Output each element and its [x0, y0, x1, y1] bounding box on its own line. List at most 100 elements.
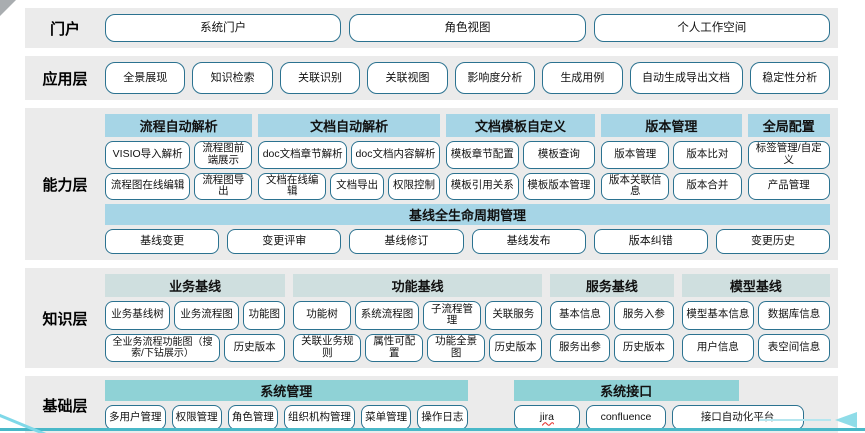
- portal-box-workspace: 个人工作空间: [593, 14, 830, 42]
- knowledge-box: 表空间信息: [757, 333, 830, 362]
- app-box: 稳定性分析: [749, 62, 830, 94]
- capability-box: 版本比对: [673, 141, 742, 169]
- group-row: jira confluence 接口自动化平台: [513, 405, 804, 430]
- knowledge-group-function: 功能基线 功能树 系统流程图 子流程管理 关联服务 关联业务规则 属性可配置 功…: [293, 274, 542, 362]
- left-arrow-icon: [835, 412, 857, 428]
- app-box: 关联视图: [367, 62, 448, 94]
- group-header: 系统管理: [105, 380, 468, 401]
- knowledge-box: 功能图: [243, 301, 286, 330]
- knowledge-box: 业务流程图: [174, 301, 240, 330]
- baseline-box: 基线变更: [105, 229, 220, 254]
- baseline-box: 基线发布: [471, 229, 586, 254]
- knowledge-box: 关联服务: [484, 301, 542, 330]
- capability-box: 权限控制: [388, 172, 440, 200]
- group-row: 用户信息 表空间信息: [681, 333, 830, 362]
- group-row: 服务出参 历史版本: [549, 333, 674, 362]
- foundation-box: 多用户管理: [105, 405, 166, 430]
- group-row: 多用户管理 权限管理 角色管理 组织机构管理 菜单管理 操作日志: [105, 405, 468, 430]
- capability-box: VISIO导入解析: [105, 141, 191, 169]
- app-box: 知识检索: [192, 62, 273, 94]
- portal-box-system: 系统门户: [105, 14, 342, 42]
- capability-box: 文档在线编辑: [258, 172, 327, 200]
- group-header: 文档自动解析: [258, 114, 440, 137]
- knowledge-box: 系统流程图: [354, 301, 420, 330]
- knowledge-box: 模型基本信息: [681, 301, 754, 330]
- jira-label: jira: [539, 410, 554, 423]
- layer-portal-label: 门户: [49, 20, 80, 38]
- baseline-lifecycle-band: 基线全生命周期管理: [105, 204, 830, 225]
- group-header: 功能基线: [293, 274, 542, 297]
- knowledge-box: 关联业务规则: [293, 333, 362, 362]
- foundation-box: 操作日志: [417, 405, 468, 430]
- foundation-box: 组织机构管理: [284, 405, 355, 430]
- capability-box: 流程图导出: [194, 172, 253, 200]
- layer-capability: 能力层 流程自动解析 VISIO导入解析 流程图前端展示 流程图在线编辑 流程图…: [25, 108, 838, 260]
- capability-box: 模板版本管理: [522, 172, 596, 200]
- knowledge-box: 历史版本: [489, 333, 542, 362]
- group-header: 服务基线: [549, 274, 674, 297]
- knowledge-box: 服务入参: [613, 301, 674, 330]
- group-row: doc文档章节解析 doc文档内容解析: [258, 141, 440, 169]
- capability-box: 文档导出: [330, 172, 385, 200]
- app-box: 自动生成导出文档: [629, 62, 743, 94]
- knowledge-box: 用户信息: [681, 333, 754, 362]
- group-row: 流程图在线编辑 流程图导出: [105, 172, 253, 200]
- group-row: VISIO导入解析 流程图前端展示: [105, 141, 253, 169]
- capability-group-process-parse: 流程自动解析 VISIO导入解析 流程图前端展示 流程图在线编辑 流程图导出: [105, 114, 253, 200]
- capability-box: doc文档章节解析: [258, 141, 348, 169]
- capability-box: 模板引用关系: [445, 172, 519, 200]
- knowledge-box: 数据库信息: [757, 301, 830, 330]
- knowledge-box: 全业务流程功能图（搜索/下钻展示）: [105, 333, 220, 362]
- capability-group-global-config: 全局配置 标签管理/自定义 产品管理: [747, 114, 830, 200]
- group-row: 基本信息 服务入参: [549, 301, 674, 330]
- capability-group-template: 文档模板自定义 模板章节配置 模板查询 模板引用关系 模板版本管理: [445, 114, 596, 200]
- group-header: 版本管理: [601, 114, 742, 137]
- application-items: 全景展现 知识检索 关联识别 关联视图 影响度分析 生成用例 自动生成导出文档 …: [105, 62, 830, 94]
- app-box: 关联识别: [279, 62, 361, 94]
- group-header: 文档模板自定义: [445, 114, 596, 137]
- group-row: 版本关联信息 版本合并: [601, 172, 742, 200]
- layer-rows: 门户 系统门户 角色视图 个人工作空间 应用层 全景展现 知识检索 关联识别 关…: [25, 8, 838, 433]
- group-row: 功能树 系统流程图 子流程管理 关联服务: [293, 301, 542, 330]
- app-box: 全景展现: [105, 62, 186, 94]
- knowledge-group-service: 服务基线 基本信息 服务入参 服务出参 历史版本: [549, 274, 674, 362]
- knowledge-box: 属性可配置: [365, 333, 424, 362]
- baseline-band-items: 基线变更 变更评审 基线修订 基线发布 版本纠错 变更历史: [105, 229, 831, 254]
- group-row: 产品管理: [747, 172, 830, 200]
- group-row: 模板章节配置 模板查询: [445, 141, 596, 169]
- capability-box: 流程图在线编辑: [105, 172, 191, 200]
- knowledge-box: 服务出参: [549, 333, 610, 362]
- capability-group-doc-parse: 文档自动解析 doc文档章节解析 doc文档内容解析 文档在线编辑 文档导出 权…: [258, 114, 440, 200]
- baseline-box: 变更历史: [715, 229, 831, 254]
- foundation-box-interface-platform: 接口自动化平台: [671, 405, 804, 430]
- app-box: 影响度分析: [454, 62, 536, 94]
- foundation-box: 角色管理: [227, 405, 278, 430]
- capability-box: 模板查询: [522, 141, 596, 169]
- group-row: 关联业务规则 属性可配置 功能全景图 历史版本: [293, 333, 542, 362]
- knowledge-box: 子流程管理: [423, 301, 481, 330]
- layer-knowledge: 知识层 业务基线 业务基线树 业务流程图 功能图 全业务流程功能图（搜索/下钻展…: [25, 268, 838, 368]
- capability-box: 版本合并: [673, 172, 742, 200]
- knowledge-box: 历史版本: [613, 333, 674, 362]
- layer-portal: 门户 系统门户 角色视图 个人工作空间: [25, 8, 838, 48]
- knowledge-box: 功能树: [293, 301, 351, 330]
- capability-box: doc文档内容解析: [351, 141, 440, 169]
- group-row: 全业务流程功能图（搜索/下钻展示） 历史版本: [105, 333, 286, 362]
- portal-items: 系统门户 角色视图 个人工作空间: [105, 14, 830, 42]
- capability-content: 流程自动解析 VISIO导入解析 流程图前端展示 流程图在线编辑 流程图导出 文…: [105, 114, 831, 254]
- knowledge-box: 历史版本: [223, 333, 286, 362]
- group-row: 业务基线树 业务流程图 功能图: [105, 301, 286, 330]
- foundation-group-system-mgmt: 系统管理 多用户管理 权限管理 角色管理 组织机构管理 菜单管理 操作日志: [105, 380, 468, 430]
- layer-knowledge-label: 知识层: [42, 310, 88, 328]
- layer-application-label: 应用层: [42, 70, 88, 88]
- knowledge-box: 功能全景图: [427, 333, 486, 362]
- bottom-left-line-decoration: [0, 413, 47, 433]
- knowledge-groups: 业务基线 业务基线树 业务流程图 功能图 全业务流程功能图（搜索/下钻展示） 历…: [105, 274, 830, 362]
- group-header: 模型基线: [681, 274, 830, 297]
- foundation-box-jira: jira: [513, 405, 581, 430]
- group-row: 模型基本信息 数据库信息: [681, 301, 830, 330]
- app-box: 生成用例: [542, 62, 623, 94]
- layer-foundation: 基础层 系统管理 多用户管理 权限管理 角色管理 组织机构管理 菜单管理 操作日…: [25, 376, 838, 433]
- group-row: 版本管理 版本比对: [601, 141, 742, 169]
